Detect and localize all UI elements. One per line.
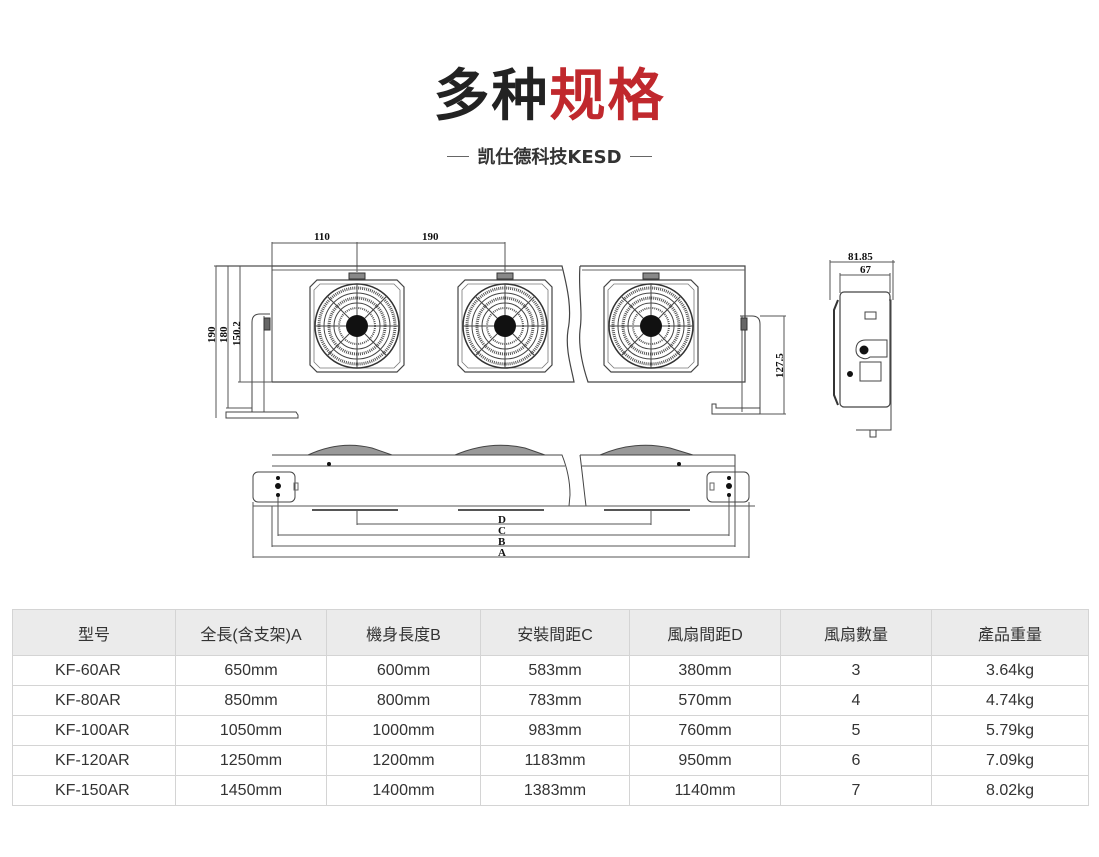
dim-127-5: 127.5 [774,353,786,378]
cell-mount-spacing: 583mm [480,655,630,686]
title-dark-part: 多种 [433,64,550,129]
cell-total-length: 1450mm [175,775,327,806]
cell-total-length: 1050mm [175,715,327,746]
fan-3-icon [602,271,700,374]
fan-1-icon [308,271,406,374]
label-b: B [498,536,506,548]
cell-fan-spacing: 380mm [629,655,781,686]
cell-fan-count: 5 [780,715,932,746]
cell-weight: 7.09kg [931,745,1089,776]
cell-body-length: 1400mm [326,775,481,806]
subtitle: 凯仕德科技KESD [0,143,1099,169]
header-mount-spacing: 安裝間距C [480,609,630,656]
header-total-length: 全長(含支架)A [175,609,327,656]
cell-fan-spacing: 1140mm [629,775,781,806]
dim-67: 67 [860,264,872,276]
bottom-view: D C B A [252,444,755,559]
cell-fan-count: 4 [780,685,932,716]
cell-model: KF-60AR [12,655,176,686]
label-a: A [498,547,506,559]
cell-mount-spacing: 783mm [480,685,630,716]
cell-weight: 4.74kg [931,685,1089,716]
cell-mount-spacing: 1383mm [480,775,630,806]
header-body-length: 機身長度B [326,609,481,656]
cell-body-length: 600mm [326,655,481,686]
table-header-row: 型号 全長(含支架)A 機身長度B 安裝間距C 風扇間距D 風扇數量 產品重量 [12,609,1089,656]
page-title: 多种规格 [0,62,1099,132]
cell-weight: 5.79kg [931,715,1089,746]
dim-190-height: 190 [206,326,218,343]
cell-model: KF-100AR [12,715,176,746]
cell-total-length: 650mm [175,655,327,686]
header-fan-count: 風扇數量 [780,609,932,656]
cell-model: KF-150AR [12,775,176,806]
cell-mount-spacing: 1183mm [480,745,630,776]
divider-left [447,155,470,157]
cell-body-length: 800mm [326,685,481,716]
dim-190: 190 [422,231,439,243]
cell-body-length: 1200mm [326,745,481,776]
label-d: D [498,514,506,526]
cell-total-length: 850mm [175,685,327,716]
spec-table: 型号 全長(含支架)A 機身長度B 安裝間距C 風扇間距D 風扇數量 產品重量 … [12,609,1089,806]
cell-weight: 3.64kg [931,655,1089,686]
header-model: 型号 [12,609,176,656]
cell-total-length: 1250mm [175,745,327,776]
cell-fan-count: 7 [780,775,932,806]
fan-2-icon [456,271,554,374]
cell-mount-spacing: 983mm [480,715,630,746]
dim-180-height: 180 [218,326,230,343]
header-fan-spacing: 風扇間距D [629,609,781,656]
dim-110: 110 [314,231,330,243]
cell-fan-spacing: 570mm [629,685,781,716]
front-view: 110 190 190 180 150.2 [206,231,786,419]
side-view: 81.85 67 [829,251,895,438]
title-red-part: 规格 [549,64,666,129]
cell-model: KF-80AR [12,685,176,716]
dim-150-height: 150.2 [231,321,243,346]
cell-fan-count: 3 [780,655,932,686]
technical-drawing: 110 190 190 180 150.2 [206,231,895,559]
label-c: C [498,525,506,537]
divider-right [629,155,652,157]
cell-fan-spacing: 950mm [629,745,781,776]
cell-weight: 8.02kg [931,775,1089,806]
cell-body-length: 1000mm [326,715,481,746]
header-weight: 產品重量 [931,609,1089,656]
cell-fan-count: 6 [780,745,932,776]
cell-model: KF-120AR [12,745,176,776]
dim-81-85: 81.85 [848,251,873,263]
cell-fan-spacing: 760mm [629,715,781,746]
subtitle-text: 凯仕德科技KESD [477,147,622,168]
